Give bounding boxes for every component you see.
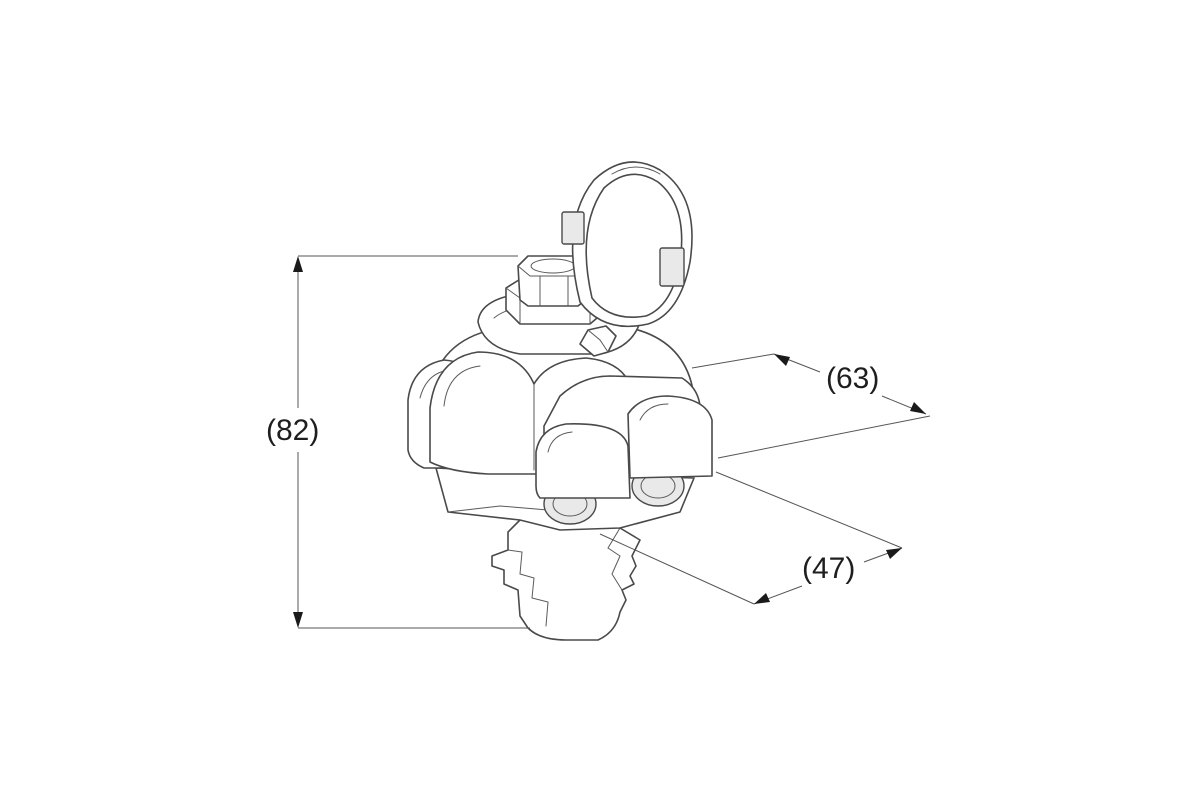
- cap-latch-right: [659, 247, 685, 287]
- protective-cap: [561, 161, 693, 328]
- lower-jaw: [491, 519, 641, 641]
- arrowhead-width-start: [774, 354, 790, 366]
- front-cap-left: [535, 423, 631, 499]
- arrowhead-depth-end: [886, 548, 902, 559]
- cap-latch-left: [561, 211, 585, 245]
- dimension-height: (82): [266, 255, 530, 629]
- front-cap-right: [627, 395, 713, 479]
- height-dimension-label: (82): [266, 414, 319, 447]
- dimension-depth: (47): [599, 471, 903, 605]
- arrowhead-width-end: [910, 402, 926, 414]
- cap-face: [585, 173, 683, 318]
- arrowhead-depth-start: [754, 593, 770, 604]
- width-dimension-label: (63): [826, 362, 879, 395]
- arrowhead-up: [293, 256, 303, 272]
- dimension-width: (63): [691, 353, 931, 459]
- depth-dimension-label: (47): [802, 552, 855, 585]
- arrowhead-down: [293, 612, 303, 628]
